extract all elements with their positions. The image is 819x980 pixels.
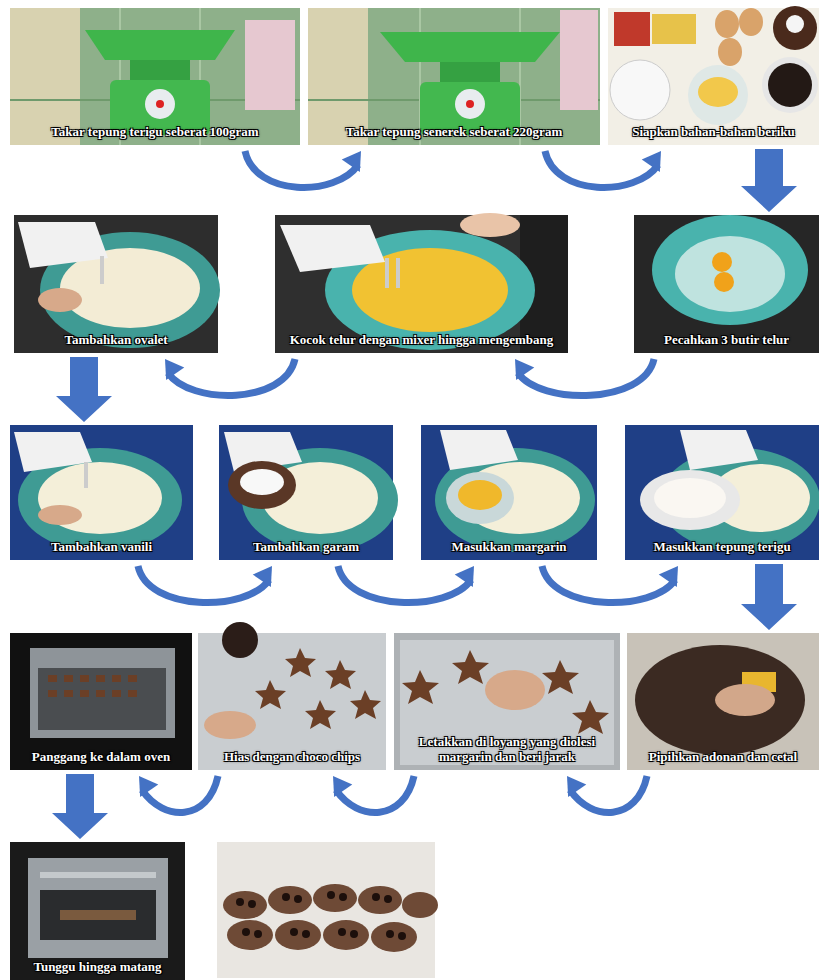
- tray-photo: [198, 622, 386, 770]
- step-photo-box: Pipihkan adonan dan cetal: [627, 633, 819, 770]
- step-photo-box: Panggang ke dalam oven: [10, 633, 192, 770]
- mixing-photo: [275, 213, 568, 353]
- dough-photo: [627, 633, 819, 770]
- step-caption: Takar tepung terigu seberat 100gram: [51, 125, 258, 140]
- arrow-head: [342, 151, 361, 172]
- flow-arrow: [245, 151, 361, 187]
- oven-photo: [10, 633, 192, 770]
- step-caption: Tambahkan ovalet: [64, 333, 167, 348]
- step-photo-box: Masukkan tepung terigu: [625, 425, 819, 560]
- arrow-head: [515, 359, 534, 380]
- flow-arrow: [741, 564, 797, 630]
- arrow-head: [567, 776, 586, 797]
- curved-arrow-line: [168, 359, 295, 395]
- arrow-head: [253, 566, 272, 587]
- flow-arrow: [542, 566, 678, 602]
- scale-photo: [308, 8, 600, 145]
- block-arrow: [741, 149, 797, 212]
- flow-arrow: [338, 566, 474, 602]
- block-arrow: [52, 774, 108, 839]
- flow-arrow: [567, 776, 647, 812]
- mixing-photo: [10, 425, 193, 560]
- step-photo-box: Tambahkan ovalet: [14, 215, 218, 353]
- eggs-bowl-photo: [634, 215, 819, 353]
- step-caption: Pipihkan adonan dan cetal: [649, 750, 797, 765]
- flow-arrow: [741, 149, 797, 212]
- step-caption: Tambahkan vanili: [51, 540, 152, 555]
- step-caption: Letakkan di loyang yang diolesi margarin…: [399, 735, 615, 765]
- block-arrow: [56, 357, 112, 422]
- curved-arrow-line: [245, 151, 358, 187]
- step-photo-box: Letakkan di loyang yang diolesi margarin…: [394, 633, 620, 770]
- step-photo-box: Tunggu hingga matang: [10, 842, 185, 980]
- step-caption: Takar tepung senerek seberat 220gram: [346, 125, 562, 140]
- curved-arrow-line: [142, 776, 218, 812]
- curved-arrow-line: [138, 566, 269, 602]
- curved-arrow-line: [336, 776, 414, 812]
- curved-arrow-line: [518, 359, 654, 395]
- curved-arrow-line: [542, 566, 675, 602]
- flow-arrow: [138, 566, 272, 602]
- flow-arrow: [333, 776, 414, 812]
- arrow-head: [165, 359, 184, 380]
- step-photo-box: Masukkan margarin: [421, 425, 597, 560]
- step-caption: Masukkan margarin: [451, 540, 566, 555]
- mixing-photo: [14, 215, 220, 353]
- mixing-photo: [219, 425, 398, 560]
- curved-arrow-line: [545, 151, 658, 187]
- flow-arrow: [165, 359, 295, 395]
- arrow-head: [139, 776, 158, 797]
- arrow-head: [642, 151, 661, 172]
- oven-photo: [10, 842, 185, 980]
- arrow-head: [333, 776, 352, 797]
- tray-photo: [394, 633, 620, 770]
- step-caption: Tunggu hingga matang: [33, 960, 161, 975]
- step-caption: Pecahkan 3 butir telur: [664, 333, 789, 348]
- arrow-head: [455, 566, 474, 587]
- scale-photo: [10, 8, 300, 145]
- step-photo-box: Hias dengan choco chips: [198, 633, 386, 770]
- block-arrow: [741, 564, 797, 630]
- flow-arrow: [52, 774, 108, 839]
- curved-arrow-line: [338, 566, 471, 602]
- step-photo-box: Tambahkan vanili: [10, 425, 193, 560]
- flow-arrow: [515, 359, 654, 395]
- flow-arrow: [545, 151, 661, 187]
- step-photo-box: Pecahkan 3 butir telur: [634, 215, 819, 353]
- cookies-photo: [217, 842, 438, 978]
- flow-arrow: [139, 776, 218, 812]
- step-caption: Kocok telur dengan mixer hingga mengemba…: [290, 333, 554, 348]
- step-photo-box: Takar tepung senerek seberat 220gram: [308, 8, 600, 145]
- step-photo-box: Tambahkan garam: [219, 425, 393, 560]
- step-photo-box: Siapkan bahan-bahan beriku: [608, 8, 819, 145]
- step-caption: Hias dengan choco chips: [224, 750, 360, 765]
- step-caption: Masukkan tepung terigu: [653, 540, 790, 555]
- step-caption: Tambahkan garam: [253, 540, 359, 555]
- mixing-photo: [421, 425, 597, 560]
- mixing-photo: [625, 425, 819, 560]
- step-caption: Siapkan bahan-bahan beriku: [632, 125, 795, 140]
- flow-arrow: [56, 357, 112, 422]
- arrow-head: [659, 566, 678, 587]
- step-caption: Panggang ke dalam oven: [32, 750, 170, 765]
- step-photo-box: Kocok telur dengan mixer hingga mengemba…: [275, 215, 568, 353]
- step-photo-box: Takar tepung terigu seberat 100gram: [10, 8, 300, 145]
- ingredients-photo: [608, 6, 819, 145]
- curved-arrow-line: [570, 776, 647, 812]
